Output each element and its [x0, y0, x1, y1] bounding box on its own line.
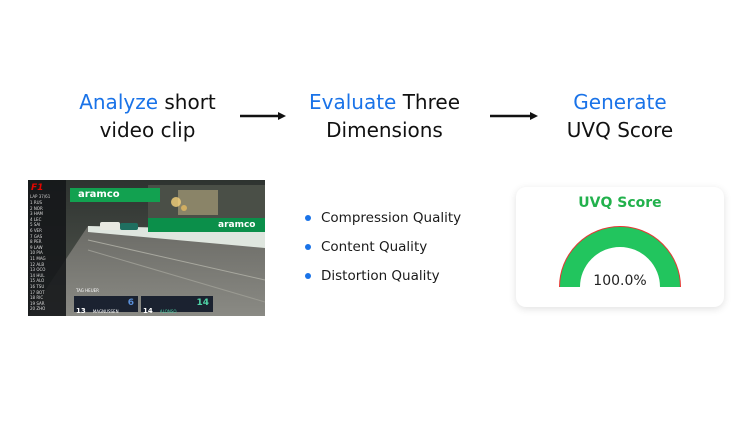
timing-row: 4 LEC — [30, 216, 42, 222]
score-title: UVQ Score — [578, 195, 662, 211]
right-arrow-icon — [490, 112, 538, 120]
race-scene-image — [28, 180, 265, 316]
lap-counter: LAP 37/61 — [30, 194, 51, 199]
timing-row: 10 PIA — [30, 250, 43, 256]
timing-row: 3 HAM — [30, 211, 44, 217]
timing-row: 16 TSU — [30, 283, 45, 289]
timing-row: 11 MAG — [30, 255, 46, 261]
timing-row: 14 HUL — [30, 272, 45, 278]
timing-row: 6 VER — [30, 227, 42, 233]
step-text: Three — [396, 90, 461, 114]
timing-row: 9 LAW — [30, 244, 43, 250]
step-text-line2: video clip — [99, 118, 196, 142]
bullet-icon — [305, 273, 311, 279]
driver-position: 14 — [143, 307, 153, 315]
sponsor-banner: aramco — [78, 189, 120, 200]
step-text-line2: UVQ Score — [566, 118, 674, 142]
step-accent-word: Evaluate — [308, 90, 397, 114]
score-value: 100.0% — [593, 273, 647, 289]
score-gauge — [559, 226, 681, 288]
list-item: Distortion Quality — [305, 262, 505, 291]
step-evaluate: Evaluate Three Dimensions — [292, 88, 477, 144]
timing-row: 19 SAR — [30, 300, 45, 306]
timing-row: 5 SAI — [30, 222, 41, 228]
right-arrow-icon — [240, 112, 286, 120]
step-accent-word: Generate — [573, 90, 667, 114]
step-analyze: Analyze short video clip — [60, 88, 235, 144]
driver-number: 14 — [196, 298, 209, 308]
step-text-line2: Dimensions — [326, 118, 443, 142]
dimension-label: Compression Quality — [321, 210, 462, 226]
gauge-fill — [560, 227, 680, 288]
bullet-icon — [305, 215, 311, 221]
driver-number: 6 — [127, 298, 134, 308]
dimension-label: Content Quality — [321, 239, 428, 255]
timing-row: 13 OCO — [30, 267, 46, 273]
list-item: Compression Quality — [305, 204, 505, 233]
timing-row: 17 BOT — [30, 289, 45, 295]
step-generate: Generate UVQ Score — [545, 88, 695, 144]
sponsor-banner-wall: aramco — [218, 220, 256, 230]
dimensions-list: Compression Quality Content Quality Dist… — [305, 204, 505, 291]
timing-row: 20 ZHO — [30, 306, 46, 312]
timing-row: 15 ALO — [30, 278, 45, 284]
driver-panel-1: 13 MAGNUSSEN 6 — [76, 298, 136, 315]
timing-row: 18 RIC — [30, 295, 44, 301]
timing-row: 1 RUS — [30, 200, 43, 205]
step-accent-word: Analyze — [79, 90, 159, 114]
dimension-label: Distortion Quality — [321, 268, 440, 284]
f1-logo: F1 — [31, 183, 44, 193]
timing-row: 2 NOR — [30, 205, 43, 211]
driver-name: MAGNUSSEN — [92, 309, 119, 314]
tag-heuer-badge: TAG HEUER — [76, 288, 99, 293]
list-item: Content Quality — [305, 233, 505, 262]
uvq-score-card: UVQ Score 100.0% — [516, 187, 724, 307]
timing-row: 12 ALB — [30, 261, 45, 267]
driver-name: ALONSO — [159, 309, 177, 314]
timing-row: 8 PER — [30, 239, 42, 245]
driver-position: 13 — [76, 307, 86, 315]
timing-row: 7 GAS — [30, 233, 43, 239]
step-text: short — [158, 90, 216, 114]
bullet-icon — [305, 244, 311, 250]
driver-panel-2: 14 ALONSO 14 — [143, 298, 211, 315]
